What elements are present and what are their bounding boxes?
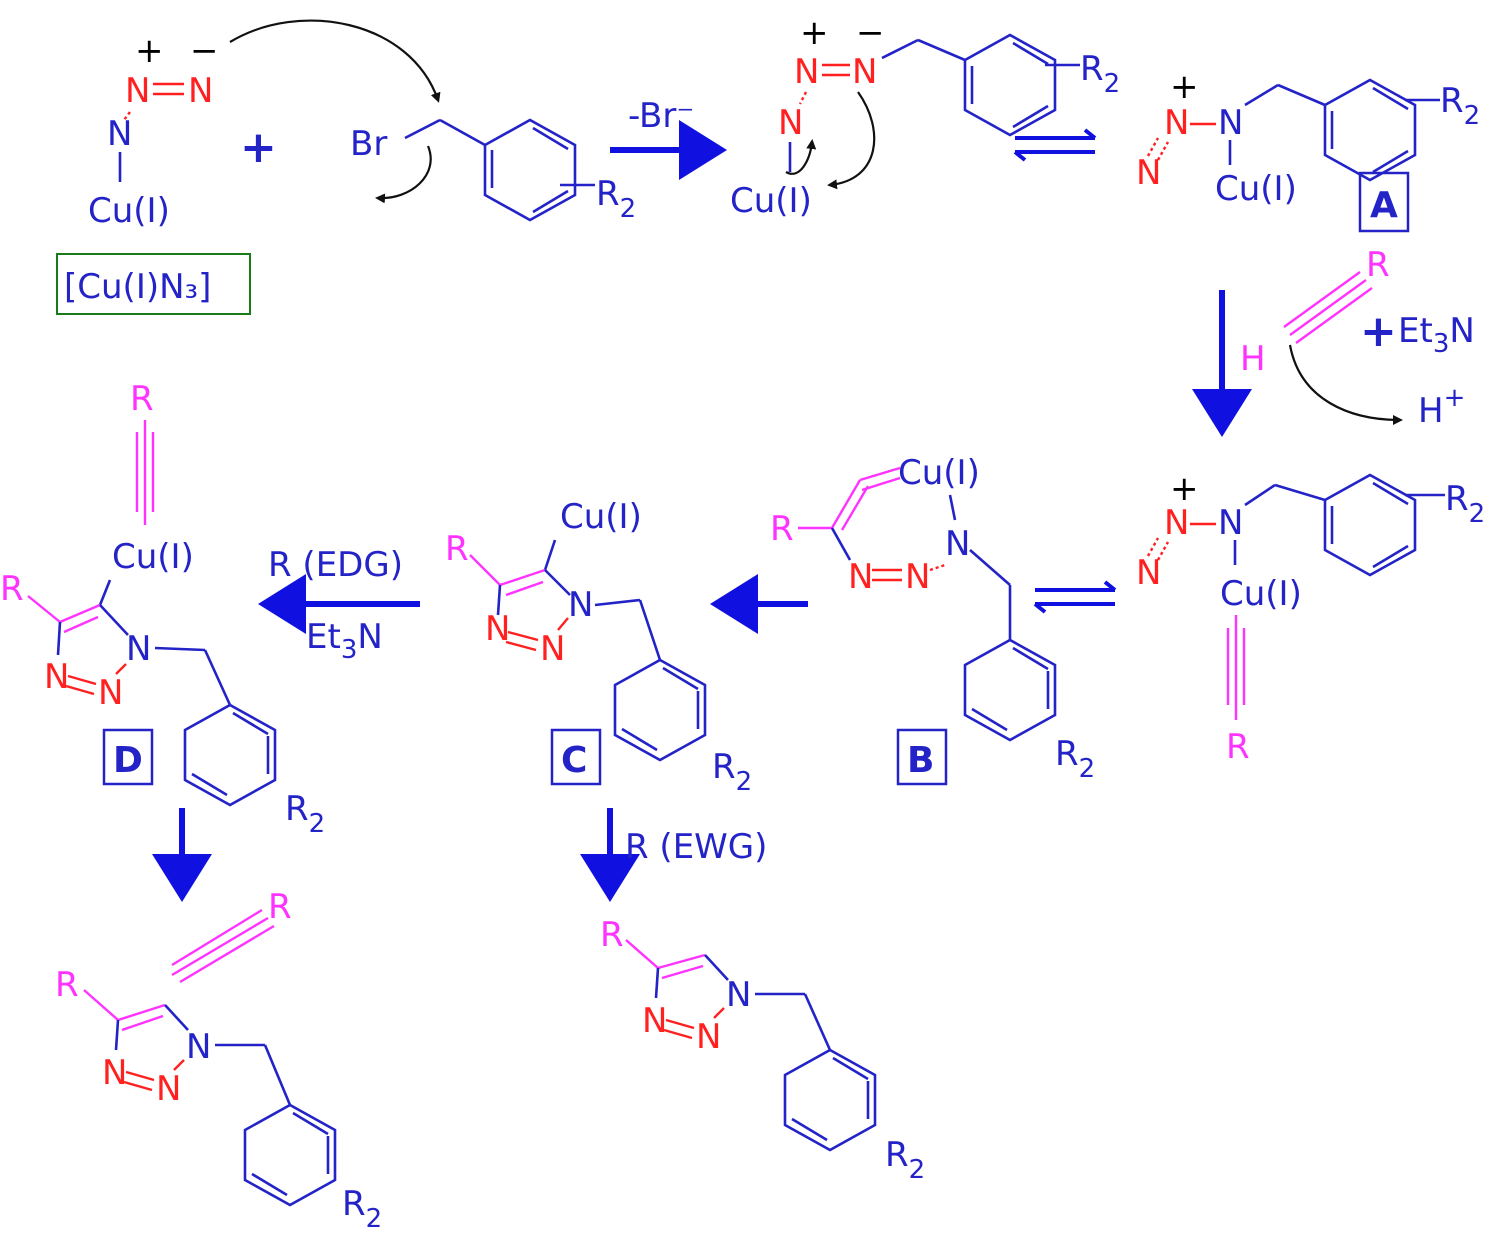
azide-n3: N <box>188 71 213 111</box>
svg-text:Cu(I): Cu(I) <box>1215 169 1297 209</box>
svg-text:N: N <box>186 1027 211 1067</box>
svg-text:N: N <box>98 673 123 713</box>
svg-text:R2: R2 <box>342 1184 382 1234</box>
label-A: A <box>1370 185 1398 226</box>
curved-arrow-leaving <box>375 145 432 204</box>
svg-text:Cu(I): Cu(I) <box>560 497 642 537</box>
svg-text:R: R <box>600 915 624 955</box>
bromine-label: Br <box>350 124 387 164</box>
benzyl-bromide-structure: Br R2 <box>350 118 636 224</box>
svg-text:Cu(I): Cu(I) <box>730 181 812 221</box>
equilibrium-arrows-top <box>1013 128 1097 162</box>
reagent-box-label: [Cu(I)N₃] <box>64 267 211 307</box>
svg-text:N: N <box>1164 503 1189 543</box>
svg-text:N: N <box>794 52 819 92</box>
intermediate-C: Cu(I) R N N N R2 C <box>445 497 752 797</box>
svg-text:N: N <box>1164 103 1189 143</box>
svg-text:R2: R2 <box>1080 49 1120 99</box>
svg-text:R: R <box>770 509 794 549</box>
svg-text:+: + <box>800 13 829 53</box>
svg-text:N: N <box>726 975 751 1015</box>
svg-text:R2: R2 <box>885 1135 925 1185</box>
equilibrium-arrows-middle <box>1033 580 1117 614</box>
svg-text:N: N <box>1136 153 1161 193</box>
svg-text:N: N <box>1136 553 1161 593</box>
svg-text:−: − <box>856 13 885 53</box>
product-triazole: R N N N R2 <box>600 915 925 1185</box>
svg-text:N: N <box>156 1069 181 1109</box>
svg-text:R: R <box>55 965 79 1005</box>
svg-text:N: N <box>945 524 970 564</box>
svg-text:N: N <box>642 1001 667 1041</box>
svg-text:+: + <box>1360 306 1397 357</box>
svg-text:+: + <box>1170 67 1199 107</box>
terminal-alkyne: R H + Et3N H+ <box>1240 245 1475 431</box>
svg-text:R2: R2 <box>1440 81 1480 131</box>
intermediate-D: R Cu(I) R N N N R2 D <box>0 379 325 839</box>
svg-text:R2: R2 <box>285 789 325 839</box>
svg-text:N: N <box>44 657 69 697</box>
svg-text:N: N <box>905 557 930 597</box>
ewg-condition-label: R (EWG) <box>625 827 767 867</box>
svg-text:N: N <box>126 629 151 669</box>
bromide-loss-label: -Br⁻ <box>628 96 694 136</box>
azide-n1: N <box>107 114 132 154</box>
intermediate-B: Cu(I) R N N N R2 B <box>770 453 1095 786</box>
svg-text:Cu(I): Cu(I) <box>898 453 980 493</box>
svg-text:Cu(I): Cu(I) <box>1220 574 1302 614</box>
edg-condition-label: R (EDG) <box>268 545 403 585</box>
label-D: D <box>113 740 143 781</box>
svg-text:N: N <box>102 1053 127 1093</box>
svg-text:N: N <box>852 52 877 92</box>
svg-text:R: R <box>1366 245 1390 285</box>
transition-intermediate: + − N N N Cu(I) R2 <box>730 13 1120 221</box>
svg-text:R: R <box>268 887 292 927</box>
svg-text:N: N <box>1218 503 1243 543</box>
svg-text:R2: R2 <box>1445 479 1485 529</box>
svg-text:Cu(I): Cu(I) <box>112 537 194 577</box>
minus-charge: − <box>190 31 219 71</box>
svg-text:R: R <box>0 569 24 609</box>
svg-text:N: N <box>1218 103 1243 143</box>
plus-charge: + <box>135 31 164 71</box>
svg-text:N: N <box>696 1017 721 1057</box>
label-C: C <box>561 740 587 781</box>
curved-arrow-attack <box>229 19 441 103</box>
svg-text:N: N <box>848 557 873 597</box>
label-B: B <box>907 740 934 781</box>
svg-text:R: R <box>130 379 154 419</box>
azide-n2: N <box>125 71 150 111</box>
svg-text:R2: R2 <box>1055 734 1095 784</box>
svg-text:R2: R2 <box>712 747 752 797</box>
reagent-box <box>56 253 251 315</box>
copper-azide-structure: + − N N N Cu(I) [Cu(I)N₃] <box>56 31 251 315</box>
svg-text:R: R <box>445 529 469 569</box>
copper-label: Cu(I) <box>88 191 170 231</box>
copper-acetylide-complex: + N N N Cu(I) R R2 <box>1136 469 1485 767</box>
product-alkynyl-triazole: R R N N N R2 <box>55 887 382 1234</box>
svg-text:N: N <box>540 629 565 669</box>
ring-substituent-label: R2 <box>596 174 636 224</box>
plus-sign: + <box>240 122 277 173</box>
svg-text:N: N <box>568 585 593 625</box>
svg-text:+: + <box>1170 469 1199 509</box>
edg-base-label: Et3N <box>306 617 383 665</box>
svg-text:R: R <box>1226 727 1250 767</box>
svg-text:H: H <box>1240 339 1266 379</box>
intermediate-A: + N N N Cu(I) R2 A <box>1136 67 1480 233</box>
svg-text:H+: H+ <box>1418 383 1465 431</box>
svg-text:Et3N: Et3N <box>1398 311 1475 359</box>
svg-text:N: N <box>778 103 803 143</box>
